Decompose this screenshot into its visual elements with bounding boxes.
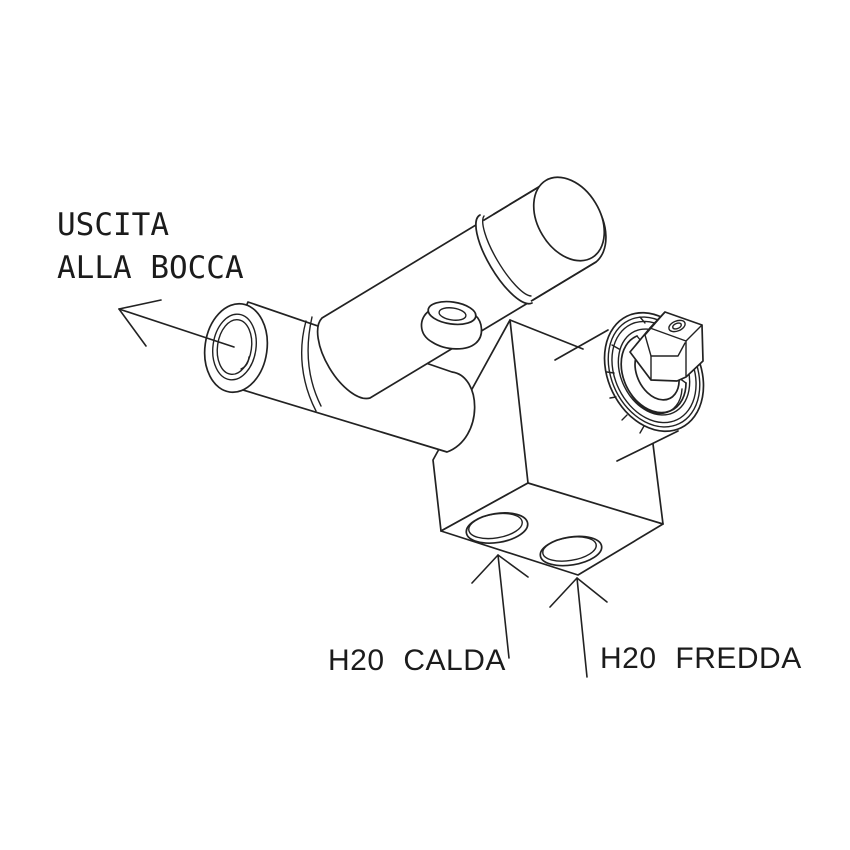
barrel-end-cap — [532, 176, 606, 262]
annotation-arrows — [118, 299, 608, 678]
stem-hole-inner — [672, 322, 682, 330]
cold-inlet-hole-inner — [542, 536, 597, 562]
boss-hole — [438, 307, 467, 321]
cold-inlet-label: H20 FREDDA — [600, 642, 802, 675]
cartridge-boss-lower-silhouette — [616, 430, 679, 462]
block-bottom-face — [440, 482, 664, 576]
cold-arrow-head — [549, 577, 608, 608]
thermostatic-cartridge — [603, 311, 705, 434]
outlet-arrow-shaft — [118, 308, 235, 348]
barrel-cap-section-top-edge — [493, 184, 543, 215]
collar-mask — [475, 215, 532, 304]
junction-seam-inner — [307, 316, 322, 407]
hot-inlet-label: H20 CALDA — [328, 644, 506, 677]
cartridge-castellations — [606, 316, 646, 434]
outlet-arrow-head — [118, 299, 162, 347]
barrel-cap-section-bottom-edge — [532, 261, 597, 301]
outlet-arrow — [118, 299, 235, 348]
mixer-barrel — [301, 176, 607, 412]
adjustment-stem — [629, 311, 704, 382]
stem-notch-edges — [650, 342, 686, 357]
block-right-face-top-edge — [509, 319, 584, 350]
outlet-label-line2: ALLA BOCCA — [57, 250, 244, 286]
hot-arrow-shaft — [497, 554, 510, 659]
hot-inlet-arrow — [471, 554, 529, 659]
cold-inlet-arrow — [549, 577, 608, 678]
mounting-boss — [420, 300, 483, 350]
annotation-labels: USCITA ALLA BOCCA H20 CALDA H20 FREDDA — [57, 207, 802, 677]
outlet-bore-notch — [240, 356, 250, 370]
outlet-mouth-bore — [216, 318, 253, 376]
stem-left-edges — [644, 311, 666, 381]
hot-arrow-head — [471, 554, 529, 584]
cold-arrow-shaft — [576, 577, 588, 678]
collar-outer-arc — [475, 214, 533, 305]
outlet-label-line1: USCITA — [57, 207, 169, 243]
stem-silhouette — [629, 311, 704, 382]
valve-body-block — [432, 319, 679, 576]
collar-inner-arc — [482, 215, 532, 297]
junction-seam-outer — [301, 320, 317, 412]
stem-hole-outer — [668, 319, 686, 333]
outlet-mouth-ring — [212, 313, 257, 381]
hot-inlet-hole-inner — [468, 512, 523, 540]
cartridge-boss-upper-silhouette — [554, 329, 609, 361]
block-right-vertical-edge — [652, 443, 664, 525]
